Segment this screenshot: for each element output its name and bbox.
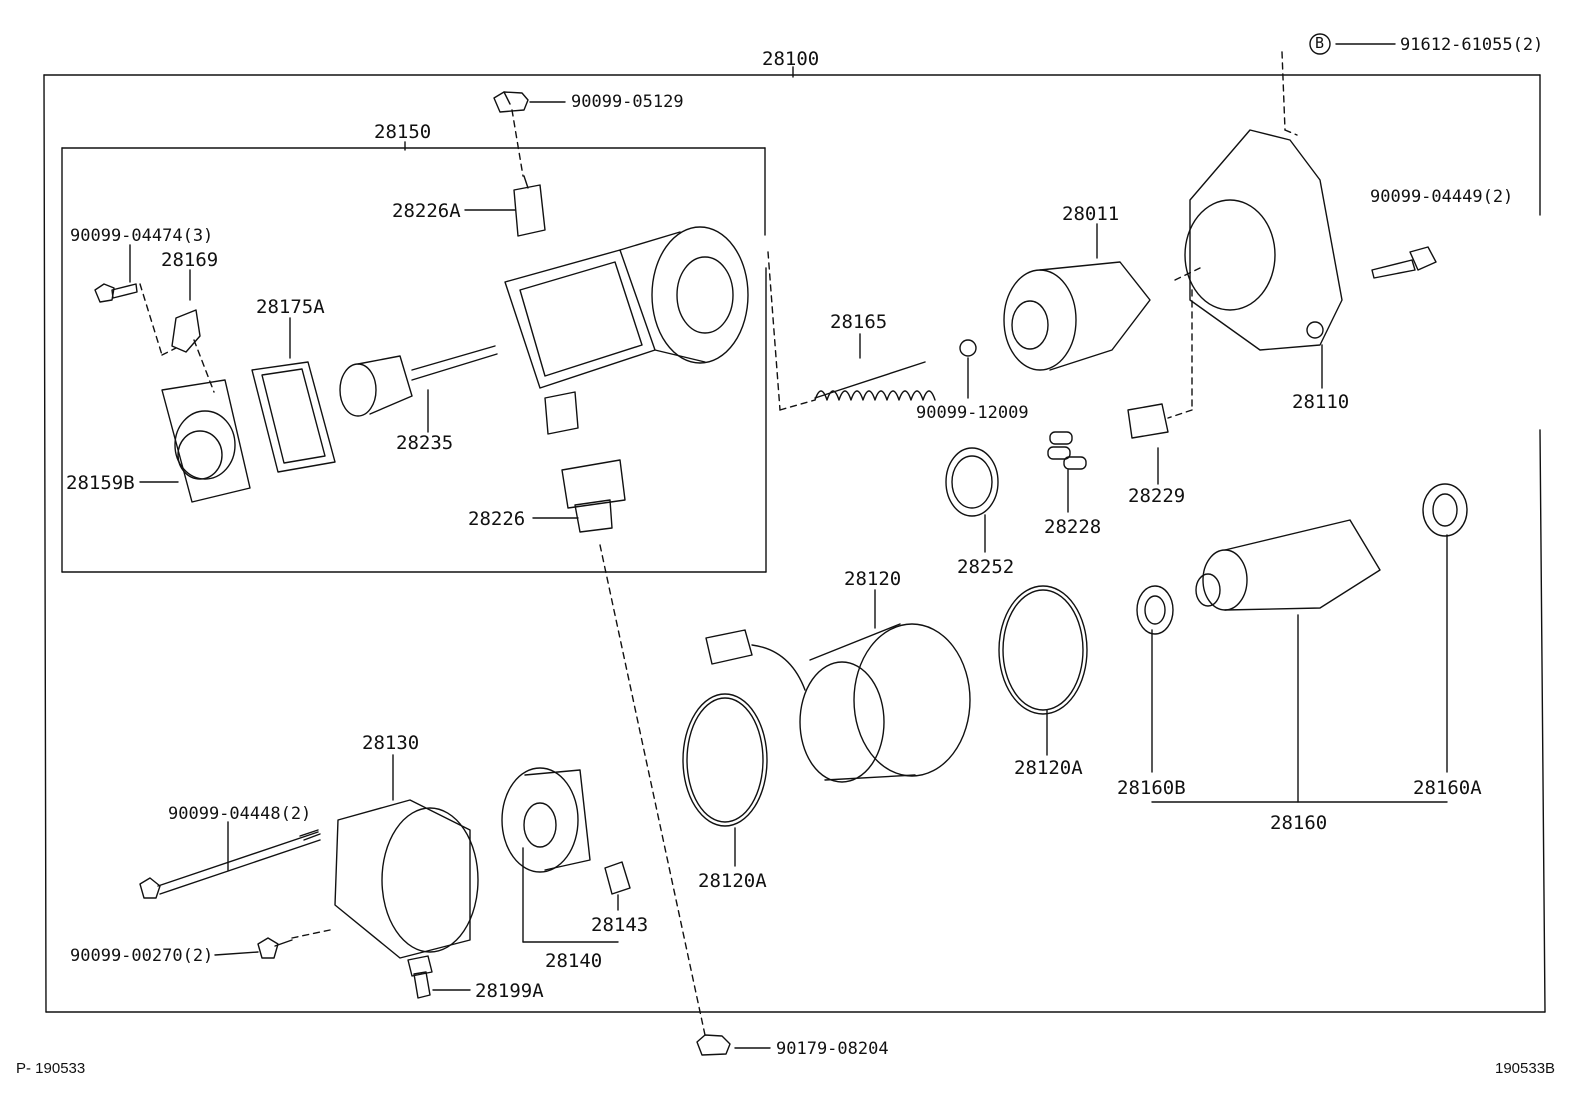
sub-assembly-frame (61, 141, 767, 573)
label-28120a-left: 28120A (698, 870, 767, 892)
assembly-frame (43, 66, 1546, 1013)
label-90099-04449: 90099-04449(2) (1370, 187, 1514, 207)
gear-28252 (945, 447, 999, 517)
bolt-90099-04474 (94, 283, 138, 303)
brush-holder-28140 (501, 767, 591, 873)
label-28228: 28228 (1044, 516, 1102, 538)
label-28120a-right: 28120A (1014, 757, 1083, 779)
gasket-28175a (251, 361, 336, 473)
nut-90179-08204 (696, 1034, 731, 1056)
label-28235: 28235 (396, 432, 454, 454)
label-28011: 28011 (1062, 203, 1120, 225)
label-28199a: 28199A (475, 980, 544, 1002)
nut-90099-05129 (493, 91, 529, 113)
armature-28160 (1195, 519, 1381, 611)
spring-28165 (814, 361, 936, 401)
terminal-28226 (561, 459, 626, 533)
label-90179-08204: 90179-08204 (776, 1039, 889, 1059)
label-28160a: 28160A (1413, 777, 1482, 799)
label-90099-05129: 90099-05129 (571, 92, 684, 112)
terminal-28226a (513, 175, 546, 237)
yoke-28120 (705, 623, 971, 783)
retainer-28229 (1127, 403, 1169, 439)
oring-28120a-right (998, 585, 1088, 715)
bolt-90099-04449 (1371, 246, 1437, 279)
label-28120: 28120 (844, 568, 902, 590)
footer-right-code: 190533B (1495, 1060, 1556, 1077)
circle-marker-b (1309, 33, 1331, 55)
label-28160: 28160 (1270, 812, 1328, 834)
switch-housing (504, 226, 749, 435)
clutch-28011 (1003, 261, 1151, 371)
label-28160b: 28160B (1117, 777, 1186, 799)
label-28159b: 28159B (66, 472, 135, 494)
footer-left-code: P- 190533 (16, 1060, 86, 1077)
leader-lines (129, 43, 1448, 1049)
label-90099-04474: 90099-04474(3) (70, 226, 214, 246)
label-28175a: 28175A (256, 296, 325, 318)
housing-28110 (1184, 129, 1343, 351)
label-28100: 28100 (762, 48, 820, 70)
assembly-guide-lines (139, 51, 1298, 1036)
label-90099-12009: 90099-12009 (916, 403, 1029, 423)
clip-28143 (604, 861, 631, 895)
plunger-28235 (339, 345, 498, 417)
label-28143: 28143 (591, 914, 649, 936)
circle-marker-label: B (1315, 34, 1325, 52)
label-90099-04448: 90099-04448(2) (168, 804, 312, 824)
label-28169: 28169 (161, 249, 219, 271)
clip-28169 (171, 309, 201, 353)
pins-28228 (1047, 431, 1087, 470)
bolt-90099-04448 (139, 829, 321, 899)
label-28229: 28229 (1128, 485, 1186, 507)
part-28199a (407, 955, 433, 999)
label-91612-61055: 91612-61055(2) (1400, 35, 1544, 55)
end-frame-28130 (334, 799, 479, 959)
label-28165: 28165 (830, 311, 888, 333)
bearing-28160a (1422, 483, 1468, 537)
label-28226a: 28226A (392, 200, 461, 222)
cover-28159b (161, 379, 251, 503)
oring-28120a-left (682, 693, 768, 827)
label-28140: 28140 (545, 950, 603, 972)
label-28110: 28110 (1292, 391, 1350, 413)
label-28150: 28150 (374, 121, 432, 143)
bearing-28160b (1136, 585, 1174, 635)
ball-90099-12009 (959, 339, 977, 357)
label-28252: 28252 (957, 556, 1015, 578)
label-28130: 28130 (362, 732, 420, 754)
label-90099-00270: 90099-00270(2) (70, 946, 214, 966)
label-28226: 28226 (468, 508, 526, 530)
screw-90099-00270 (257, 937, 293, 959)
